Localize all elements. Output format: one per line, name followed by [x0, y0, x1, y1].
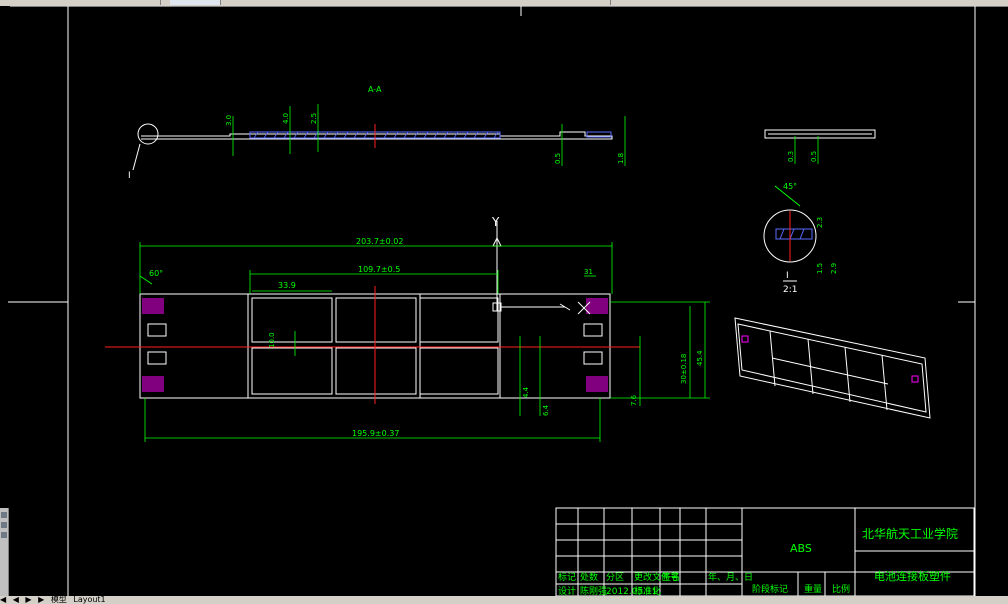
- svg-text:4.0: 4.0: [282, 113, 290, 124]
- tab-layout1[interactable]: Layout1: [73, 596, 106, 604]
- nav-first-button[interactable]: ◀: [0, 596, 7, 604]
- nav-last-button[interactable]: ▶: [38, 596, 45, 604]
- svg-text:分区: 分区: [606, 572, 624, 583]
- svg-text:1.8: 1.8: [617, 153, 625, 164]
- end-view: 0.3 0.5: [764, 129, 876, 164]
- detail-circle: [137, 123, 159, 145]
- svg-text:陈刚强: 陈刚强: [580, 585, 607, 596]
- svg-text:设计: 设计: [558, 585, 576, 596]
- svg-text:标准化: 标准化: [634, 585, 661, 596]
- dim-right-total: 45.4: [696, 350, 704, 366]
- svg-text:阶段标记: 阶段标记: [752, 583, 788, 595]
- window-top-bar: [0, 0, 1008, 6]
- angle-left: 60°: [149, 269, 163, 278]
- dim-inner-top: 109.7±0.5: [358, 265, 400, 274]
- svg-text:45°: 45°: [783, 182, 797, 191]
- svg-text:0.5: 0.5: [554, 153, 562, 164]
- drawing-frame: [8, 5, 1008, 596]
- nav-next-button[interactable]: ▶: [25, 596, 32, 604]
- detail-callout: I: [128, 171, 131, 181]
- svg-text:10.0: 10.0: [268, 332, 276, 348]
- detail-view-i: 45° 2.3 1.5 2.9 I 2:1: [763, 182, 838, 295]
- title-block: 标记 处数 分区 更改文件号 签名 年、月、日 设计 陈刚强 2012.05.1…: [555, 507, 975, 597]
- svg-text:2012.05.11: 2012.05.11: [606, 587, 658, 596]
- dim-overall-top: 203.7±0.02: [356, 237, 403, 246]
- nav-prev-button[interactable]: ◀: [12, 596, 19, 604]
- svg-text:签名: 签名: [662, 571, 680, 583]
- school-name: 北华航天工业学院: [862, 526, 958, 541]
- svg-text:4.4: 4.4: [522, 386, 530, 398]
- svg-text:2.5: 2.5: [310, 113, 318, 124]
- svg-text:31: 31: [584, 268, 593, 276]
- dim-right-height: 30±0.18: [680, 354, 688, 384]
- isometric-view: [734, 317, 931, 419]
- scroll-block: [1, 512, 7, 518]
- dim-cell-width: 33.9: [278, 281, 296, 290]
- leader-line: [132, 143, 141, 171]
- svg-text:3.0: 3.0: [225, 115, 233, 126]
- svg-text:处数: 处数: [580, 571, 598, 583]
- tb-row-label: 标记: [558, 571, 576, 583]
- part-name: 电池连接板塑件: [874, 569, 951, 583]
- drawing-canvas[interactable]: A-A I 3.0 4.0 2: [0, 5, 1008, 597]
- material-label: ABS: [790, 542, 812, 555]
- svg-text:更改文件号: 更改文件号: [634, 571, 679, 583]
- svg-text:2.9: 2.9: [830, 263, 838, 274]
- svg-text:1.5: 1.5: [816, 263, 824, 274]
- toolbar-segment[interactable]: [230, 0, 611, 5]
- svg-text:I: I: [786, 271, 789, 281]
- tab-model[interactable]: 模型: [50, 596, 67, 604]
- section-view-a-a: A-A I 3.0 4.0 2: [128, 85, 626, 181]
- toolbar-segment[interactable]: [170, 0, 221, 5]
- dim-bottom-overall: 195.9±0.37: [352, 429, 399, 438]
- svg-text:2.3: 2.3: [816, 217, 824, 228]
- svg-text:7.6: 7.6: [630, 394, 638, 406]
- svg-text:年、月、日: 年、月、日: [708, 571, 753, 583]
- layout-tab-bar: ◀ ◀ ▶ ▶ 模型 Layout1: [0, 596, 1008, 604]
- svg-text:比例: 比例: [832, 583, 850, 595]
- left-scrollbar[interactable]: [0, 508, 9, 596]
- y-axis-label: Y: [491, 215, 500, 229]
- svg-text:6.4: 6.4: [542, 404, 550, 416]
- scroll-block: [1, 532, 7, 538]
- main-plan-view: Y 203.7±0.02: [105, 215, 710, 442]
- svg-text:2:1: 2:1: [783, 285, 797, 295]
- svg-text:0.3: 0.3: [787, 151, 795, 162]
- svg-text:0.5: 0.5: [810, 151, 818, 162]
- scroll-block: [1, 522, 7, 528]
- section-label: A-A: [368, 85, 382, 94]
- svg-text:重量: 重量: [804, 583, 822, 595]
- toolbar-segment[interactable]: [0, 0, 161, 5]
